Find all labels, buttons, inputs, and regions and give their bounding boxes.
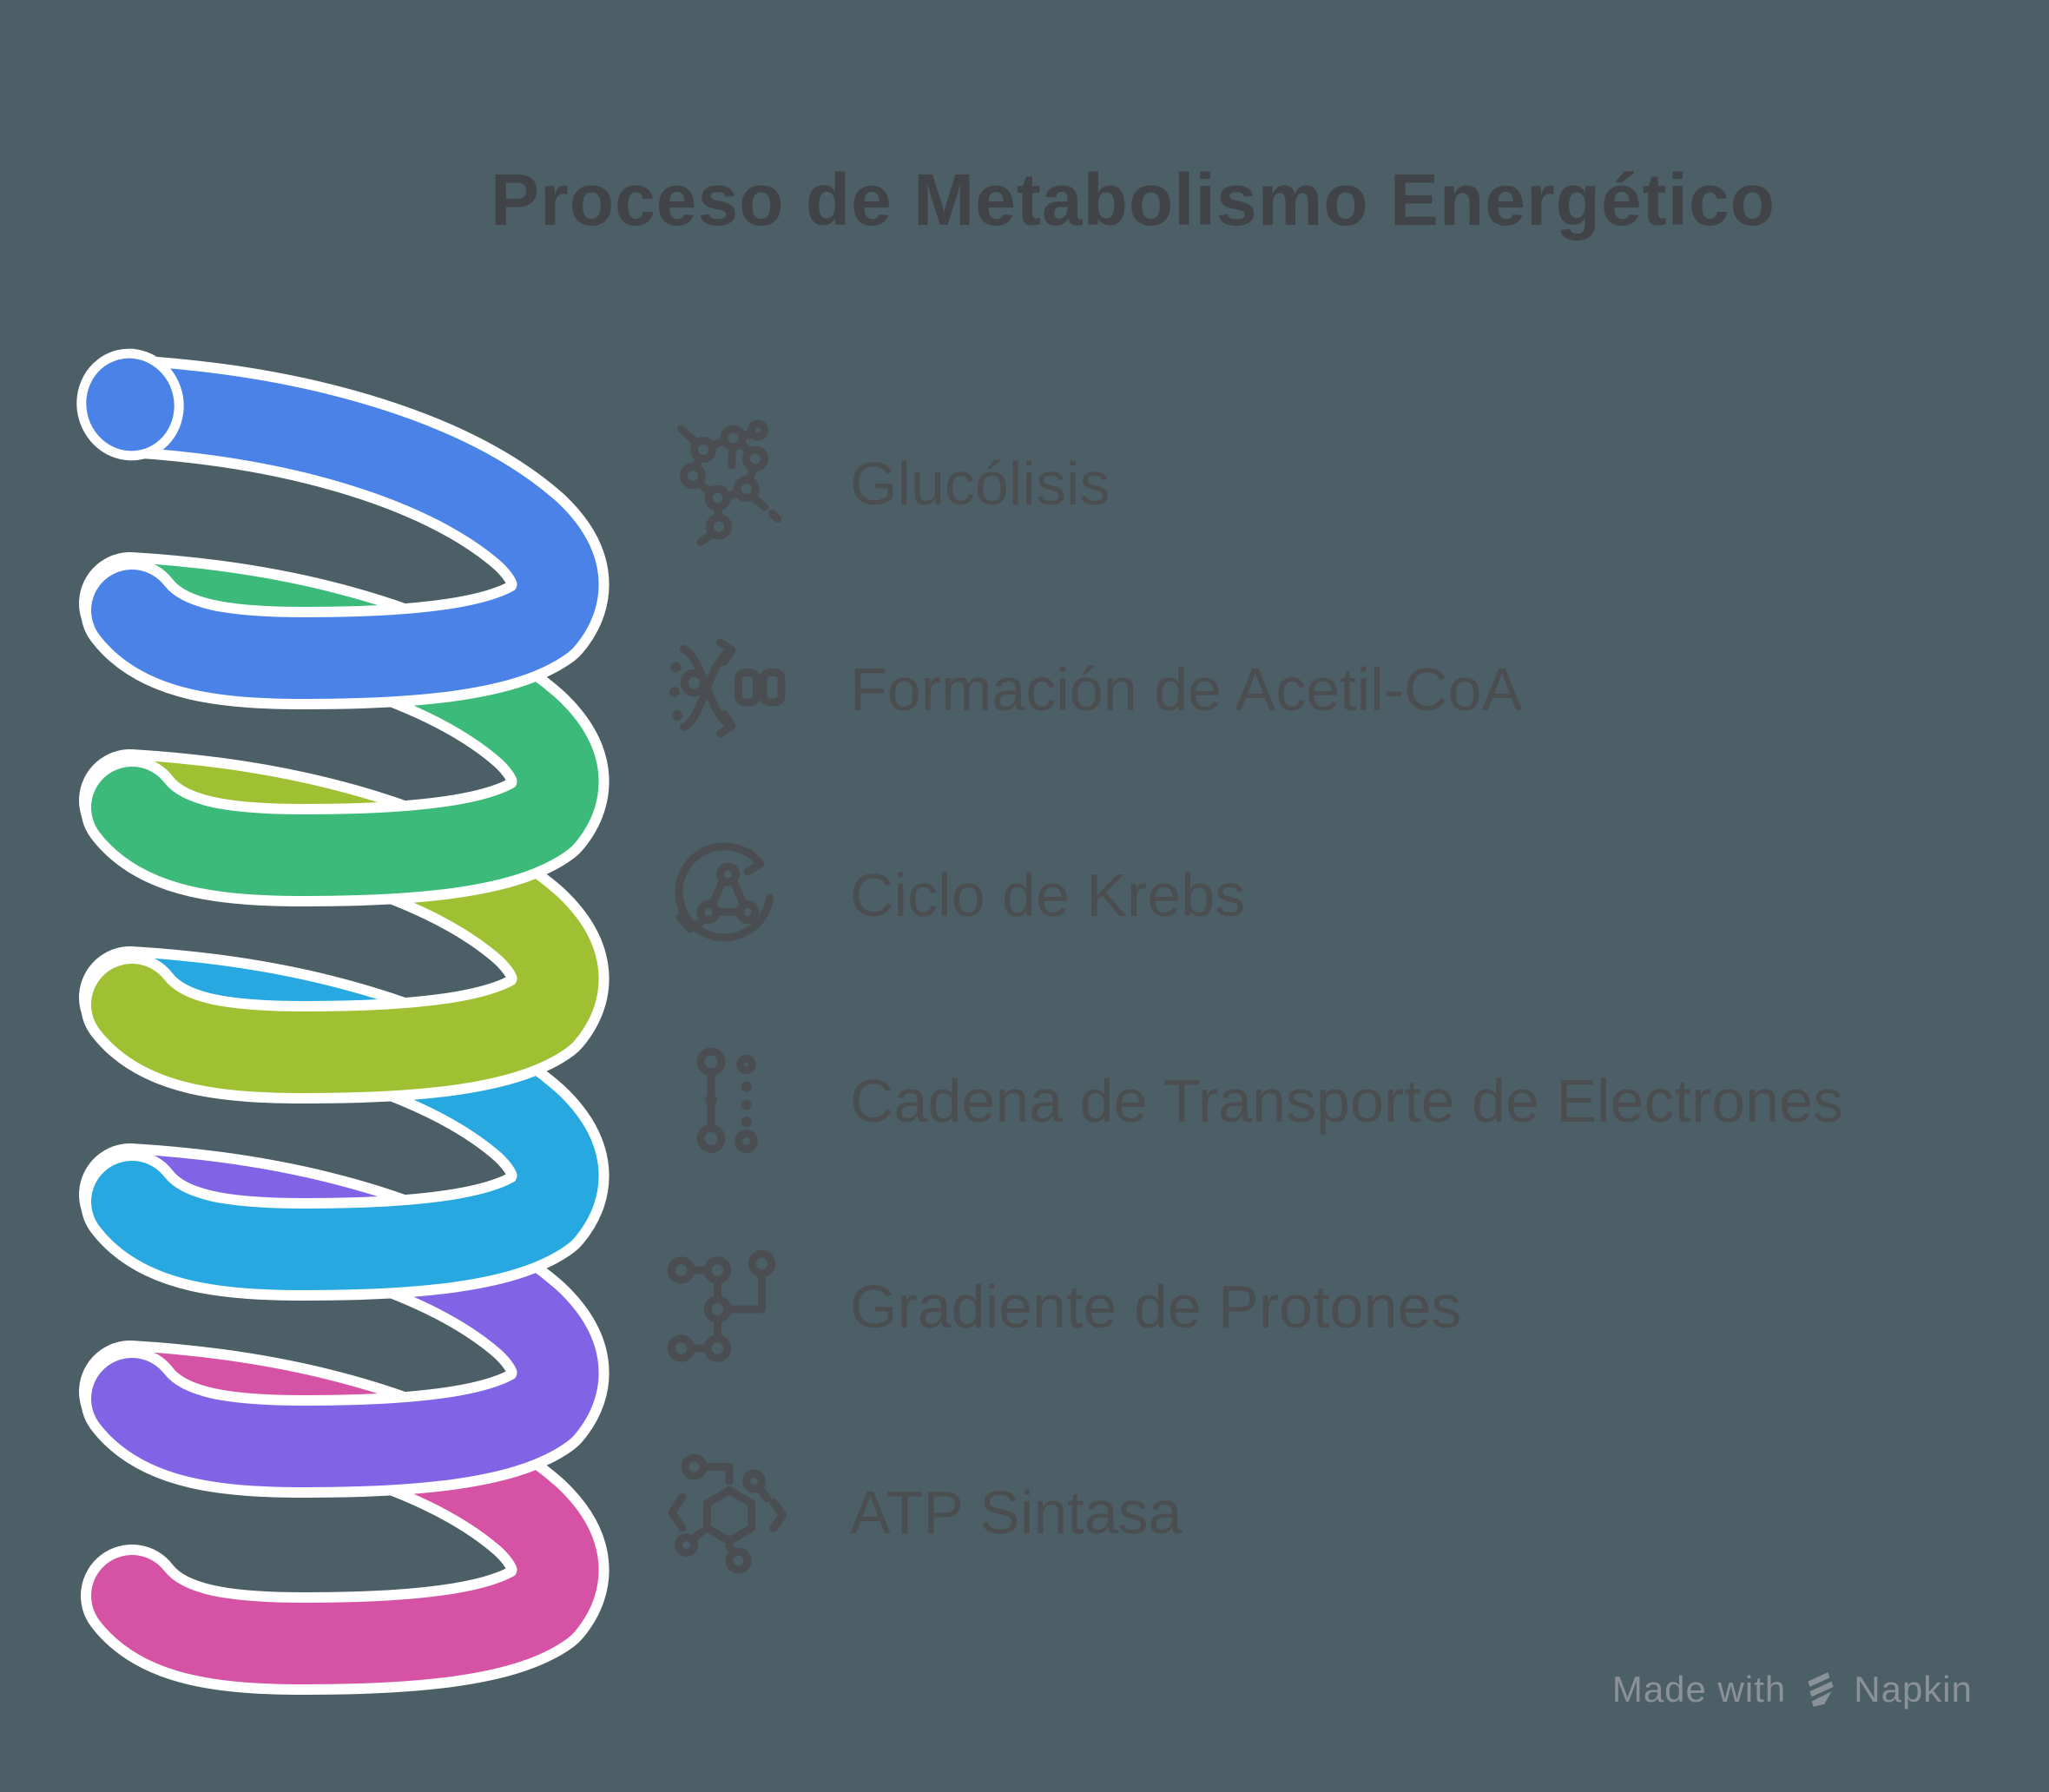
napkin-attribution-link[interactable]: Made with Napkin: [1612, 1669, 1973, 1710]
made-with-text: Made with: [1611, 1669, 1787, 1710]
page-title: Proceso de Metabolismo Energético: [490, 159, 1776, 240]
molecule-icon: [664, 418, 794, 549]
step-label: Ciclo de Krebs: [850, 860, 1246, 929]
list-item: ATP Sintasa: [664, 1409, 1843, 1615]
chain-icon: [664, 1036, 794, 1166]
step-label: Glucólisis: [850, 449, 1110, 517]
step-label: Cadena de Transporte de Electrones: [850, 1066, 1844, 1135]
hexagon-molecule-icon: [664, 1447, 794, 1578]
step-label: Gradiente de Protones: [850, 1272, 1462, 1341]
cycle-icon: [664, 830, 794, 960]
napkin-logo-icon: [1802, 1670, 1838, 1710]
list-item: Formación de Acetil-CoA: [664, 586, 1843, 792]
step-label: Formación de Acetil-CoA: [850, 655, 1523, 723]
list-item: Glucólisis: [664, 380, 1843, 586]
process-step-list: Glucólisis Formación de Acetil-CoA Ciclo…: [664, 380, 1843, 1615]
transformation-icon: [664, 624, 794, 754]
list-item: Gradiente de Protones: [664, 1203, 1843, 1409]
network-icon: [664, 1242, 794, 1372]
list-item: Ciclo de Krebs: [664, 792, 1843, 998]
list-item: Cadena de Transporte de Electrones: [664, 998, 1843, 1203]
brand-name: Napkin: [1854, 1669, 1973, 1710]
step-label: ATP Sintasa: [850, 1478, 1183, 1546]
